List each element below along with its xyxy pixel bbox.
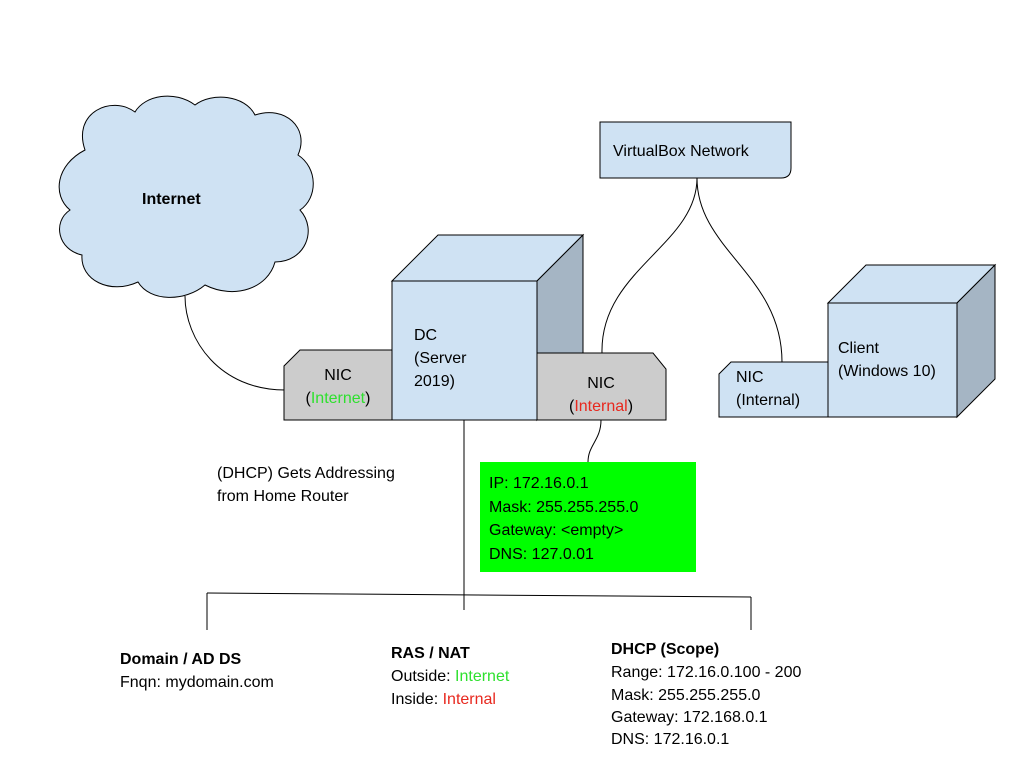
ip-config-dns: DNS: 127.0.01 — [489, 545, 594, 563]
nic-internal-dc-title: NIC — [587, 375, 615, 392]
dhcp-note-line1: (DHCP) Gets Addressing — [217, 465, 395, 482]
role-dhcp-range: Range: 172.16.0.100 - 200 — [611, 664, 802, 681]
dc-label-line1: DC — [414, 327, 438, 344]
nic-internal-dc-shape — [536, 352, 667, 421]
ip-config-box: IP: 172.16.0.1 Mask: 255.255.255.0 Gatew… — [480, 462, 696, 572]
nic-internal-dc-open-paren: ( — [568, 398, 575, 415]
role-ras-inside-label: Inside: — [391, 691, 443, 708]
client-label-line1: Client — [838, 340, 879, 357]
role-ras-outside-label: Outside: — [391, 668, 456, 685]
nic-client-title: NIC — [736, 369, 764, 386]
nic-internet-network: (Internet) — [284, 387, 392, 410]
virtualbox-network-box — [599, 121, 792, 179]
dc-label-line3: 2019) — [414, 373, 455, 390]
role-ad-fqdn: Fnqn: mydomain.com — [120, 674, 274, 691]
role-ras-inside-value: Internal — [442, 691, 496, 708]
nic-internet-close-paren: ) — [365, 390, 371, 407]
nic-client-shape — [718, 361, 829, 418]
dhcp-note-line2: from Home Router — [217, 488, 349, 505]
cloud-to-nic-line — [184, 295, 286, 391]
virtualbox-network-label: VirtualBox Network — [613, 143, 749, 160]
ip-config-gateway: Gateway: <empty> — [489, 522, 624, 539]
role-dhcp-dns: DNS: 172.16.0.1 — [611, 731, 730, 748]
nic-client-network: (Internal) — [736, 392, 801, 409]
internet-cloud-shape — [58, 95, 314, 298]
nic-internal-dc-close-paren: ) — [627, 398, 634, 415]
role-ras-outside-value: Internet — [455, 668, 510, 685]
vbox-to-dc-nic-line — [601, 177, 698, 354]
ip-config-mask: Mask: 255.255.255.0 — [489, 498, 639, 516]
nic-internal-dc-network-value: Internal — [574, 398, 628, 415]
client-cube-front — [827, 302, 958, 418]
vbox-to-client-nic-line — [696, 177, 783, 363]
role-dhcp-title: DHCP (Scope) — [611, 641, 720, 658]
internet-cloud-label: Internet — [142, 191, 201, 208]
ip-config-ip: IP: 172.16.0.1 — [489, 475, 589, 492]
role-ad-title: Domain / AD DS — [120, 651, 242, 668]
client-label-line2: (Windows 10) — [838, 363, 936, 380]
role-ras-outside: Outside: Internet — [391, 665, 509, 688]
role-ras-title: RAS / NAT — [391, 645, 470, 662]
nic-to-ipbox-line — [587, 419, 602, 463]
nic-internet-open-paren: ( — [305, 390, 311, 407]
role-dhcp-gateway: Gateway: 172.168.0.1 — [611, 709, 768, 726]
role-bus-line — [206, 592, 752, 598]
dc-label-line2: (Server — [414, 350, 467, 367]
role-ras-inside: Inside: Internal — [391, 688, 496, 711]
nic-internet-title: NIC — [324, 367, 352, 384]
dc-cube-front — [391, 280, 538, 421]
role-dhcp-mask: Mask: 255.255.255.0 — [611, 687, 761, 704]
nic-internet-network-value: Internet — [310, 390, 366, 407]
nic-internal-dc-network: (Internal) — [541, 395, 661, 418]
nic-internet-shape — [283, 349, 393, 421]
